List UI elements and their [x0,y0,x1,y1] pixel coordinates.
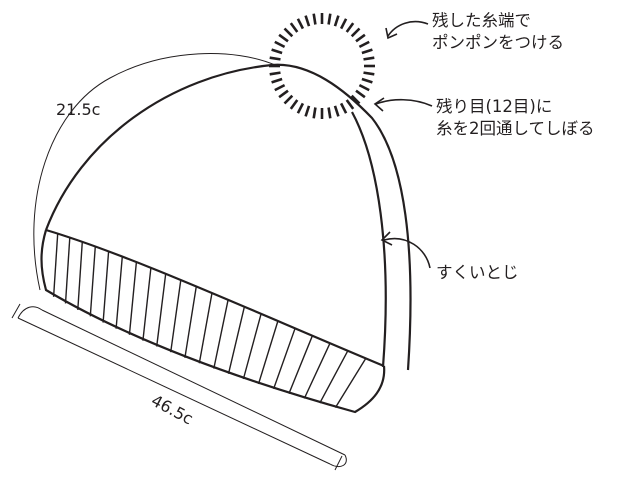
pompom-dash [312,13,317,25]
gather-note-line-1: 残り目(12目)に [436,97,553,116]
rib-line [115,256,123,329]
pompom-dash [358,83,370,92]
pompom-dash [289,22,299,33]
pompom-dash [339,102,348,114]
pompom-dash [269,71,281,76]
pompom-dash [345,99,355,110]
pompom-dash [304,105,311,117]
rib-line [288,335,314,394]
pompom-dash [269,56,281,61]
pompom-dash [350,94,361,105]
pompom-dash [271,77,283,84]
rib-line [213,299,229,369]
rib-line [272,328,296,390]
pompom-dash [355,89,366,99]
rib-line [184,286,197,358]
pompom-dash [361,48,373,55]
pompom-dash [358,40,370,49]
pompom-dash [283,94,294,105]
pompom-dash [350,27,361,38]
pompom-note-line-2: ポンポンをつける [432,33,564,52]
pompom-dash [289,99,299,110]
pompom-dash [327,13,332,25]
pompom-dash [333,105,340,117]
pompom-dash [304,15,311,27]
ribbed-band [40,229,386,414]
pompom-leader-arrow [385,20,429,40]
rib-line [102,251,110,323]
rib-line [77,241,83,310]
pompom [269,13,375,119]
pompom-dash [271,48,283,55]
gather-note-line-2: 糸を2回通してしぼる [436,119,595,138]
rib-line [52,233,59,297]
pompom-dash [312,107,317,119]
rib-line [128,261,138,335]
pompom-dash [296,18,305,30]
pompom-dash [274,40,286,49]
band-outline [40,229,386,414]
height-measure-label: 21.5c [56,100,100,119]
pompom-dash [283,27,294,38]
pompom-dash [361,77,373,84]
pompom-note: 残した糸端で ポンポンをつける [432,10,564,54]
rib-line [334,358,367,408]
gather-note: 残り目(12目)に 糸を2回通してしぼる [436,96,595,140]
rib-line [156,273,167,347]
seam-leader-arrow [380,231,431,269]
pompom-note-line-1: 残した糸端で [432,11,531,30]
circumference-measure-label: 46.5c [148,391,196,429]
rib-line [170,279,182,353]
pompom-dash [274,83,286,92]
pompom-dash [333,15,340,27]
pompom-dash [278,89,289,99]
pompom-dash [339,18,348,30]
rib-line [64,237,71,304]
rib-line [257,320,279,385]
rib-line [198,292,213,364]
rib-line [242,313,262,380]
rib-line [227,306,246,374]
height-measure-arc [33,53,276,291]
pompom-dash [345,22,355,33]
hat-body-outline [45,228,385,368]
pompom-dash [296,102,305,114]
rib-line [319,350,349,404]
pompom-dash [355,33,366,43]
pompom-dash [327,107,332,119]
seam-note-line-1: すくいとじ [436,263,519,282]
gather-leader-arrow [373,97,433,112]
circumference-measure [11,303,347,471]
seam-line [351,111,387,368]
pompom-dash [363,71,375,76]
rib-line [303,342,331,399]
rib-line [89,246,96,317]
rib-line [142,267,152,341]
pompom-dash [363,56,375,61]
pompom-dash [278,33,289,43]
seam-note: すくいとじ [436,262,519,284]
hat-crown [44,63,412,371]
